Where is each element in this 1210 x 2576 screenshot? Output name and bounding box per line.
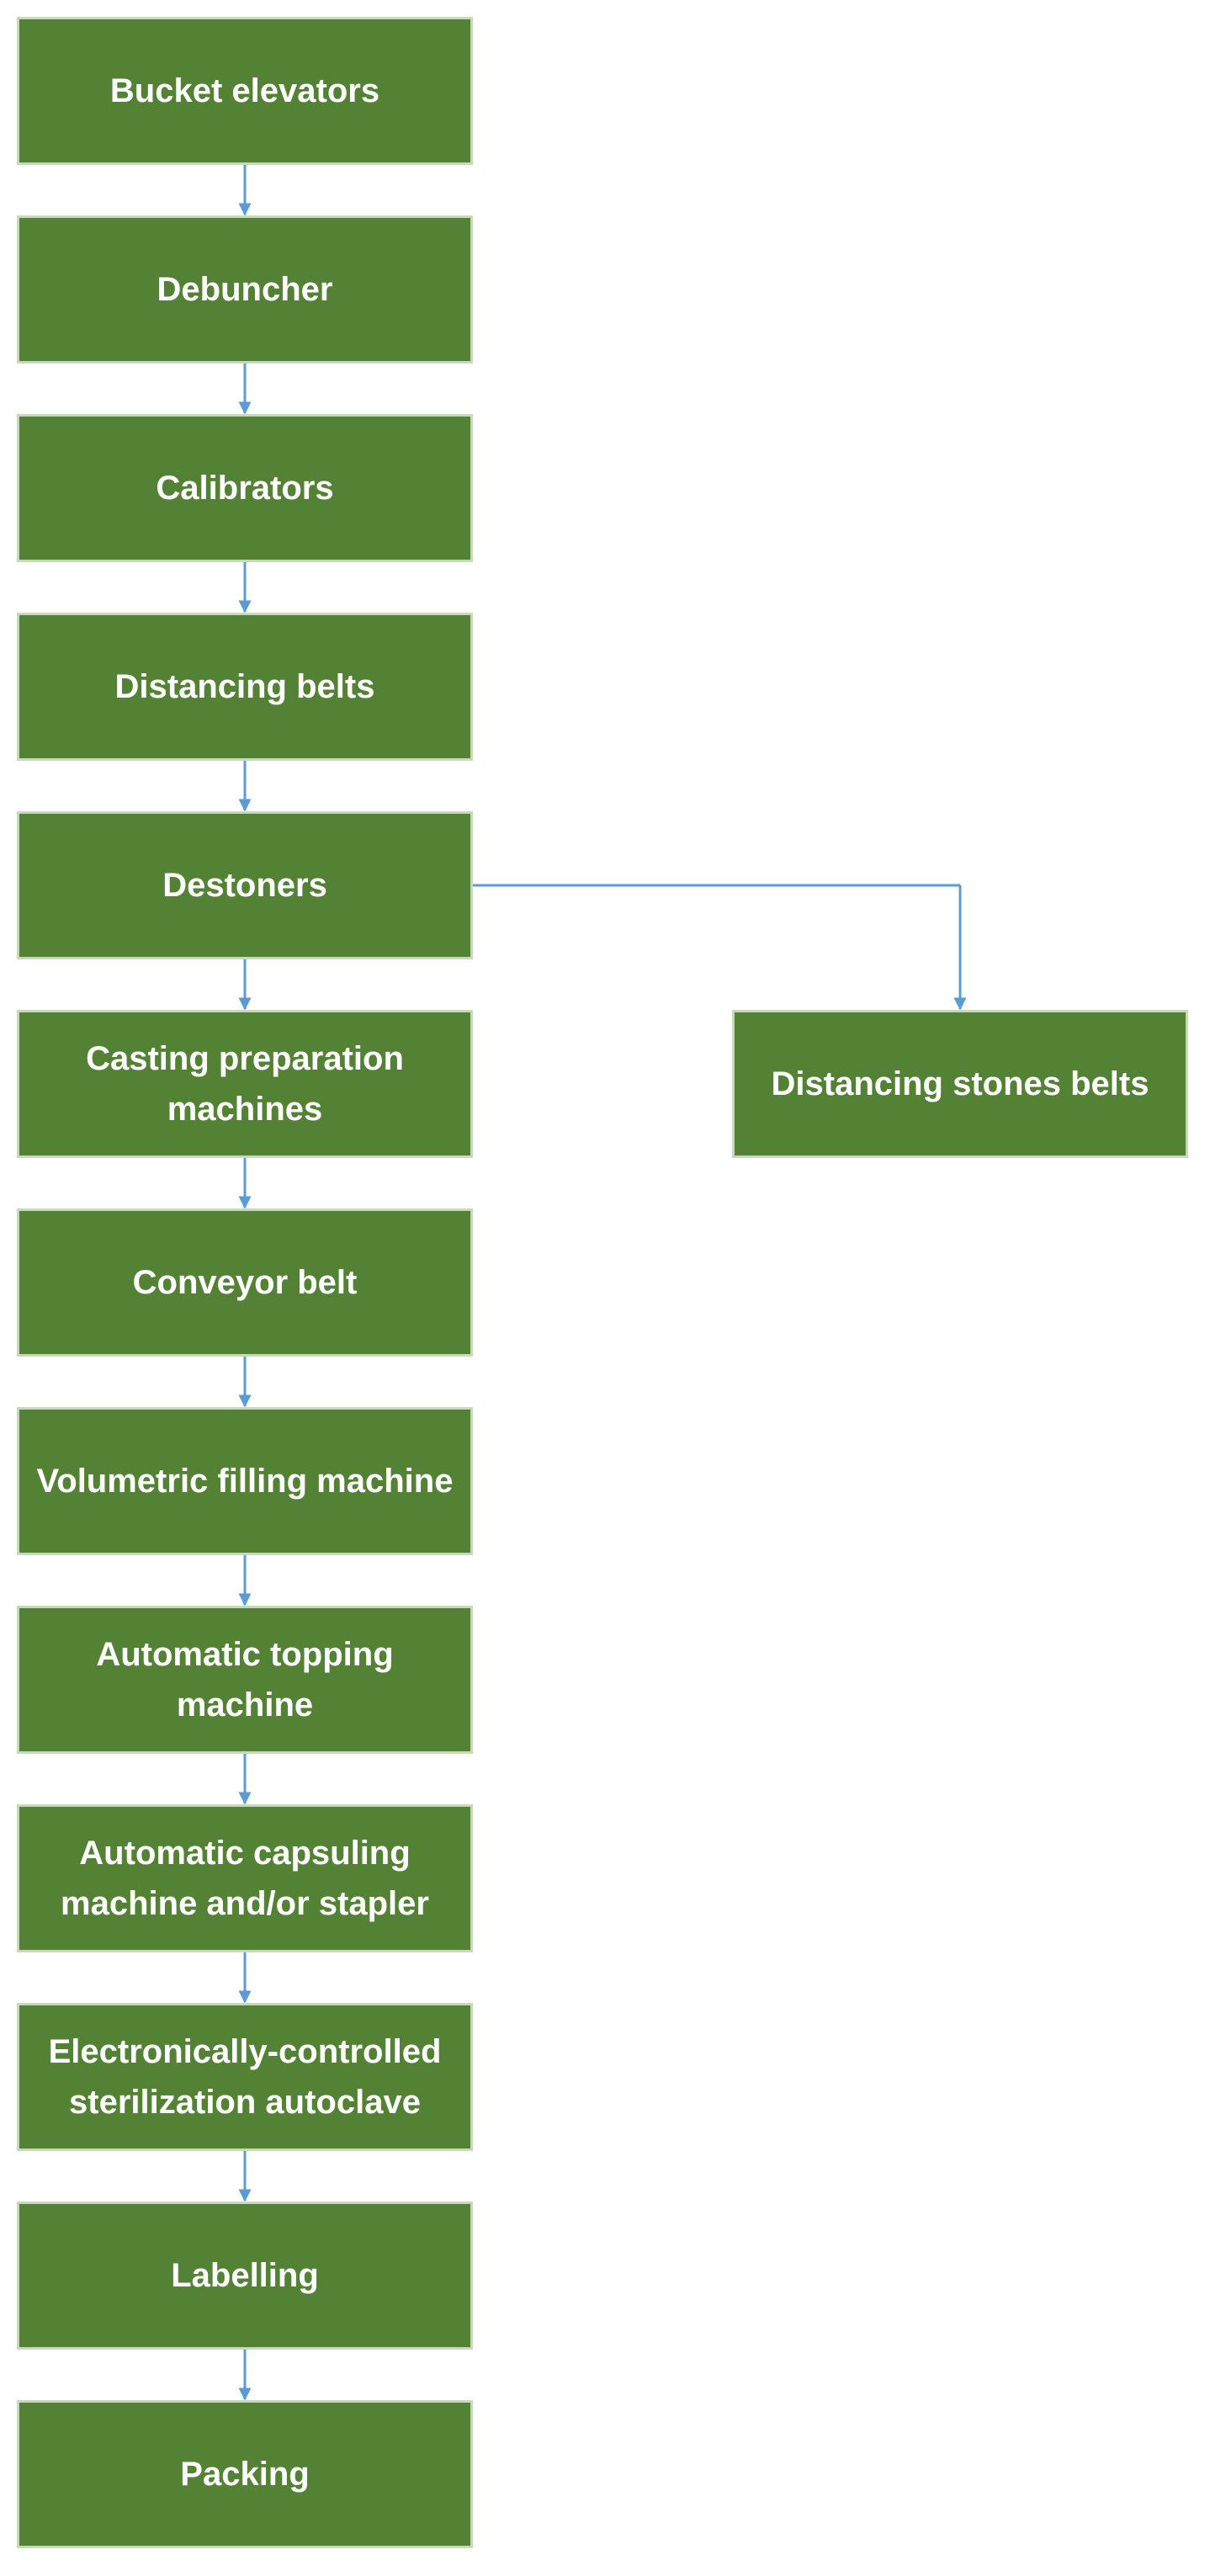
step-label: Casting preparation machines bbox=[86, 1040, 404, 1128]
step-box-labelling: Labelling bbox=[17, 2202, 473, 2350]
step-label: Conveyor belt bbox=[132, 1264, 358, 1301]
step-box-sterilization-autoclave: Electronically-controlled sterilization … bbox=[17, 2003, 473, 2151]
step-box-bucket-elevators: Bucket elevators bbox=[17, 17, 473, 165]
step-label: Labelling bbox=[171, 2257, 319, 2294]
step-box-automatic-capsuling-machine: Automatic capsuling machine and/or stapl… bbox=[17, 1804, 473, 1952]
step-label: Automatic capsuling machine and/or stapl… bbox=[61, 1835, 429, 1922]
step-label: Calibrators bbox=[156, 470, 334, 507]
step-label: Packing bbox=[180, 2456, 310, 2493]
step-box-debuncher: Debuncher bbox=[17, 215, 473, 364]
step-box-calibrators: Calibrators bbox=[17, 414, 473, 562]
step-label: Bucket elevators bbox=[109, 72, 380, 109]
step-box-volumetric-filling-machine: Volumetric filling machine bbox=[17, 1407, 473, 1555]
step-label: Debuncher bbox=[157, 271, 333, 308]
branch-label: Distancing stones belts bbox=[771, 1065, 1149, 1102]
step-label: Distancing belts bbox=[114, 668, 375, 705]
step-box-destoners: Destoners bbox=[17, 811, 473, 959]
step-label: Automatic topping machine bbox=[96, 1636, 394, 1724]
step-box-casting-preparation-machines: Casting preparation machines bbox=[17, 1010, 473, 1158]
step-box-conveyor-belt: Conveyor belt bbox=[17, 1208, 473, 1357]
step-label: Destoners bbox=[162, 867, 327, 904]
branch-box-distancing-stones-belts: Distancing stones belts bbox=[732, 1010, 1188, 1158]
step-label: Electronically-controlled sterilization … bbox=[48, 2033, 442, 2121]
step-label: Volumetric filling machine bbox=[36, 1463, 454, 1500]
step-box-packing: Packing bbox=[17, 2400, 473, 2548]
step-box-distancing-belts: Distancing belts bbox=[17, 613, 473, 761]
step-box-automatic-topping-machine: Automatic topping machine bbox=[17, 1606, 473, 1754]
